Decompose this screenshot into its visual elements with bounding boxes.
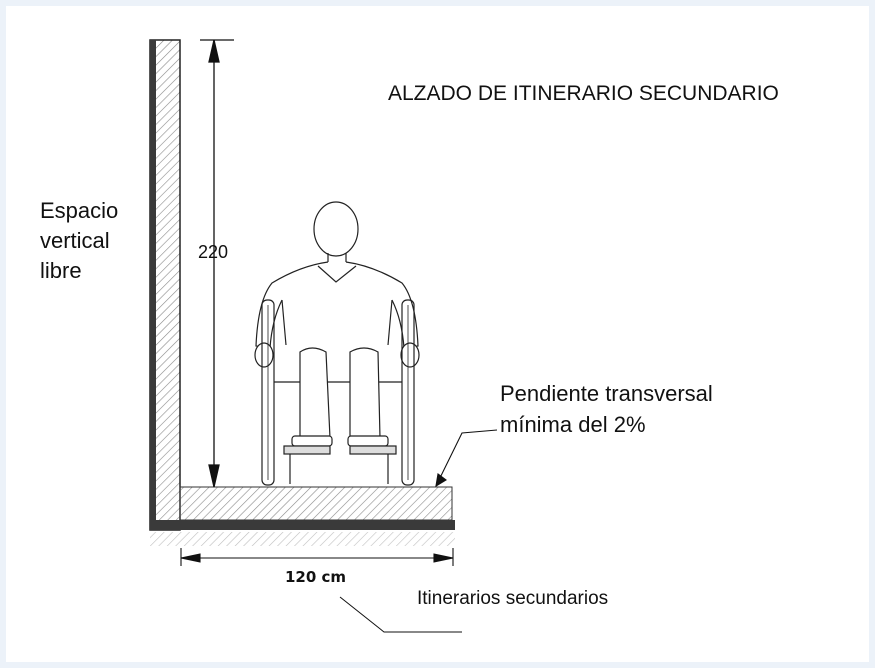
vertical-space-label-line-3: libre [40,258,82,283]
vertical-space-label: Espacio vertical libre [40,196,118,286]
floor-slab [150,486,455,546]
vertical-space-label-line-1: Espacio [40,198,119,223]
wheelchair-user-figure [254,201,420,486]
diagram-title: ALZADO DE ITINERARIO SECUNDARIO [388,82,779,105]
slope-label: Pendiente transversal mínima del 2% [500,378,713,440]
width-dimension-line [180,548,454,566]
route-label: Itinerarios secundarios [417,588,609,609]
route-leader-line [339,596,462,633]
wall [149,39,181,531]
width-dimension-value: 120 cm [285,568,347,586]
slope-label-line-1: Pendiente transversal [500,381,713,406]
height-dimension-line [200,39,234,488]
vertical-space-label-line-2: vertical [40,228,110,253]
height-dimension-value: 220 [198,242,229,262]
slope-leader-line [435,429,498,488]
slope-label-line-2: mínima del 2% [500,412,646,437]
